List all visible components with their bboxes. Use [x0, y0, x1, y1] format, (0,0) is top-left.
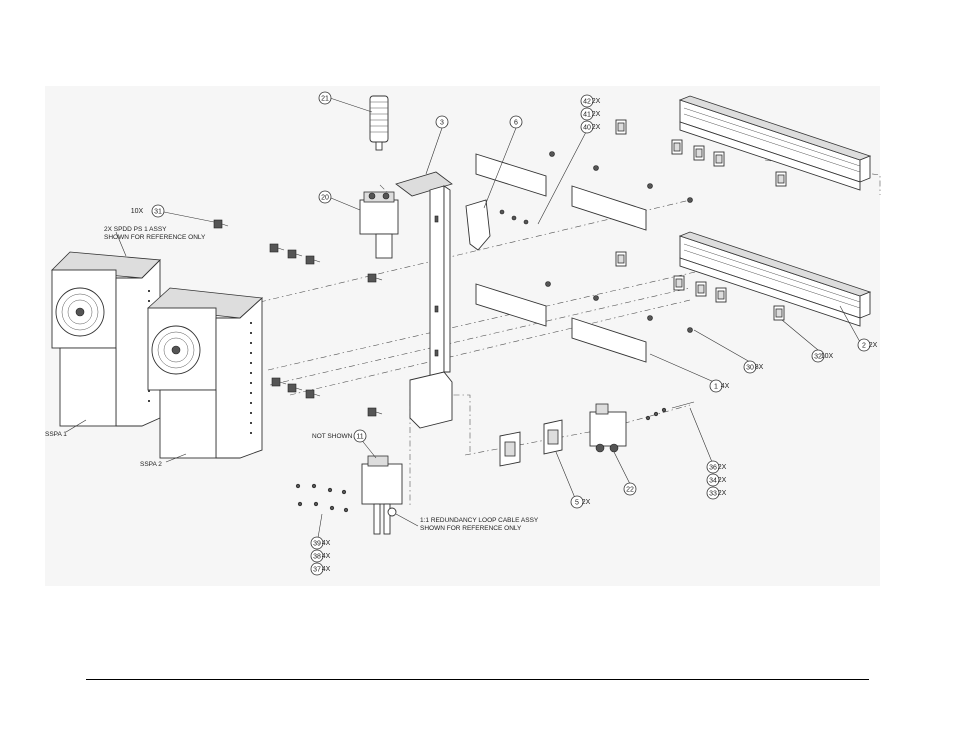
channel-nuts [615, 119, 787, 321]
svg-text:42: 42 [583, 99, 591, 106]
svg-text:31: 31 [154, 209, 162, 216]
callout-41: 41 2X [580, 107, 601, 121]
waveguide-switch [589, 403, 627, 453]
bolts [213, 219, 383, 417]
svg-text:2X: 2X [592, 111, 601, 118]
svg-text:2X: 2X [592, 98, 601, 105]
svg-text:37: 37 [313, 567, 321, 574]
bracket-6 [465, 199, 491, 251]
label-sspa-1: SSPA 1 [45, 431, 67, 438]
svg-text:4X: 4X [322, 566, 331, 573]
svg-text:5: 5 [575, 500, 579, 507]
svg-text:2X: 2X [718, 477, 727, 484]
callout-2: 2 2X [857, 338, 878, 352]
svg-text:40: 40 [583, 125, 591, 132]
loop-screws [295, 483, 349, 513]
leader-lines [65, 97, 861, 539]
svg-text:4X: 4X [322, 553, 331, 560]
svg-text:8X: 8X [755, 364, 764, 371]
switch-hardware [645, 401, 695, 421]
svg-text:30: 30 [746, 365, 754, 372]
callout-36: 36 2X [706, 460, 727, 474]
svg-text:11: 11 [356, 434, 363, 441]
callout-42: 42 2X [580, 94, 601, 108]
svg-text:2: 2 [862, 343, 866, 350]
svg-text:10X: 10X [131, 208, 144, 215]
svg-text:2X: 2X [718, 490, 727, 497]
footer-rule [86, 679, 869, 680]
callout-21: 21 [318, 91, 332, 105]
callout-6: 6 [509, 115, 523, 129]
svg-text:34: 34 [709, 478, 717, 485]
channel-rail-top [678, 95, 872, 191]
svg-text:3: 3 [440, 120, 444, 127]
callout-40: 40 2X [580, 120, 601, 134]
svg-text:32: 32 [814, 354, 822, 361]
svg-text:4X: 4X [322, 540, 331, 547]
callout-38: 38 4X [310, 549, 331, 563]
callout-31: 10X 31 [131, 204, 165, 218]
svg-text:2X: 2X [869, 342, 878, 349]
svg-text:22: 22 [626, 487, 634, 494]
note-loop-line2: SHOWN FOR REFERENCE ONLY [420, 525, 522, 532]
sspa-1-unit [51, 251, 161, 427]
svg-text:6: 6 [514, 120, 518, 127]
small-hardware [499, 151, 693, 333]
note-spdd-line1: 2X SPDD PS 1 ASSY [104, 226, 167, 233]
svg-text:21: 21 [321, 96, 329, 103]
callout-39: 39 4X [310, 536, 331, 550]
callout-33: 33 2X [706, 486, 727, 500]
callout-34: 34 2X [706, 473, 727, 487]
svg-text:38: 38 [313, 554, 321, 561]
svg-text:39: 39 [313, 541, 321, 548]
callout-20: 20 [318, 190, 332, 204]
svg-text:2X: 2X [718, 464, 727, 471]
callout-5: 5 2X [570, 495, 591, 509]
valve-assembly [359, 191, 399, 259]
sspa-2-unit [147, 287, 263, 459]
channel-rail-bottom [678, 231, 872, 327]
vertical-bracket [395, 171, 453, 429]
svg-text:41: 41 [583, 112, 591, 119]
redundancy-loop-cable-assembly [361, 455, 403, 535]
svg-text:33: 33 [709, 491, 717, 498]
label-sspa-2: SSPA 2 [140, 461, 162, 468]
callout-30: 30 8X [743, 360, 764, 374]
svg-text:4X: 4X [721, 383, 730, 390]
callout-3: 3 [435, 115, 449, 129]
mounting-plates [475, 153, 647, 363]
svg-text:36: 36 [709, 465, 717, 472]
callout-22: 22 [623, 482, 637, 496]
svg-text:2X: 2X [582, 499, 591, 506]
svg-text:20: 20 [321, 195, 329, 202]
gaskets [499, 419, 563, 467]
note-loop-line1: 1:1 REDUNDANCY LOOP CABLE ASSY [420, 517, 539, 524]
svg-text:1: 1 [714, 384, 718, 391]
callout-11: 11 [353, 429, 367, 443]
svg-text:2X: 2X [592, 124, 601, 131]
note-not-shown: NOT SHOWN [312, 433, 353, 440]
callout-1: 1 4X [709, 379, 730, 393]
callout-32: 32 10X [811, 349, 834, 363]
svg-text:10X: 10X [821, 353, 834, 360]
callout-37: 37 4X [310, 562, 331, 576]
note-spdd-line2: SHOWN FOR REFERENCE ONLY [104, 234, 206, 241]
filter-cartridge [369, 95, 389, 151]
